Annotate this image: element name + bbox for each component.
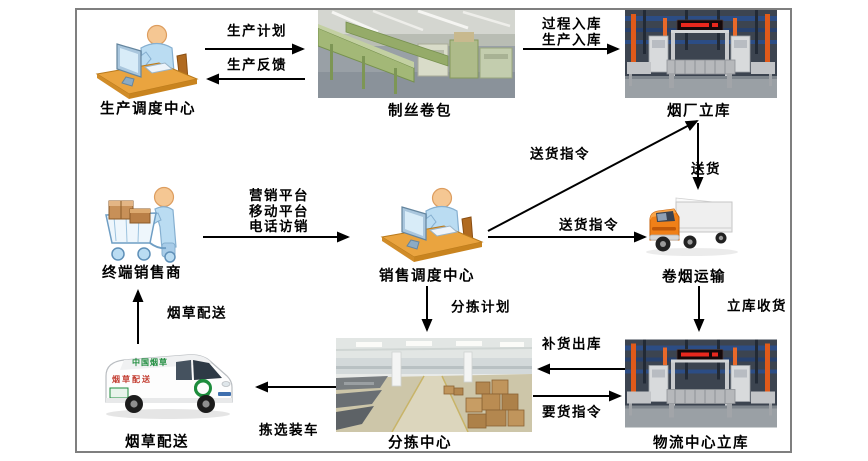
edge-label-tobacco-delivery: 烟草配送 xyxy=(167,305,227,322)
edge-label-prod-plan: 生产计划 xyxy=(227,23,287,40)
sorting-center-photo xyxy=(336,338,532,432)
warehouse-photo xyxy=(625,339,777,428)
warehouse-photo xyxy=(625,10,777,98)
edge-label-replenish-out: 补货出库 xyxy=(542,336,602,353)
van-side-text: 烟草配送 xyxy=(112,374,152,384)
edge-label-marketing: 营销平台 移动平台 电话访销 xyxy=(249,187,309,235)
van-roof-text: 中国烟草 xyxy=(132,357,168,367)
van-photo: 中国烟草 烟草配送 xyxy=(105,354,233,419)
node-label-sales-dispatch: 销售调度中心 xyxy=(379,267,475,285)
edge-label-delivery: 送货 xyxy=(691,161,721,178)
edge-label-warehouse-receive: 立库收货 xyxy=(727,298,787,315)
factory-photo xyxy=(318,10,515,98)
node-label-truck: 卷烟运输 xyxy=(662,268,726,286)
desk-person-icon xyxy=(96,24,198,100)
node-label-logistics: 物流中心立库 xyxy=(653,434,749,452)
node-label-prod-dispatch: 生产调度中心 xyxy=(100,100,196,118)
node-label-yanchang: 烟厂立库 xyxy=(667,102,731,120)
cart-person-icon xyxy=(105,186,177,263)
edge-label-sorting-plan: 分拣计划 xyxy=(451,299,511,316)
edge-label-demand-order: 要货指令 xyxy=(542,404,602,421)
edge-label-pick-load: 拣选装车 xyxy=(259,422,319,439)
node-label-terminal: 终端销售商 xyxy=(102,264,182,282)
node-label-sorting: 分拣中心 xyxy=(388,434,452,452)
edge-label-delivery-order: 送货指令 xyxy=(559,217,619,234)
truck-icon xyxy=(646,197,738,256)
edge-label-warehouse-in: 过程入库 生产入库 xyxy=(542,16,602,48)
node-label-van: 烟草配送 xyxy=(125,433,189,451)
edge-label-prod-feedback: 生产反馈 xyxy=(227,57,287,74)
edge-label-delivery-order-up: 送货指令 xyxy=(530,146,590,163)
node-label-zhisi: 制丝卷包 xyxy=(388,102,452,120)
desk-person-icon xyxy=(381,187,483,263)
